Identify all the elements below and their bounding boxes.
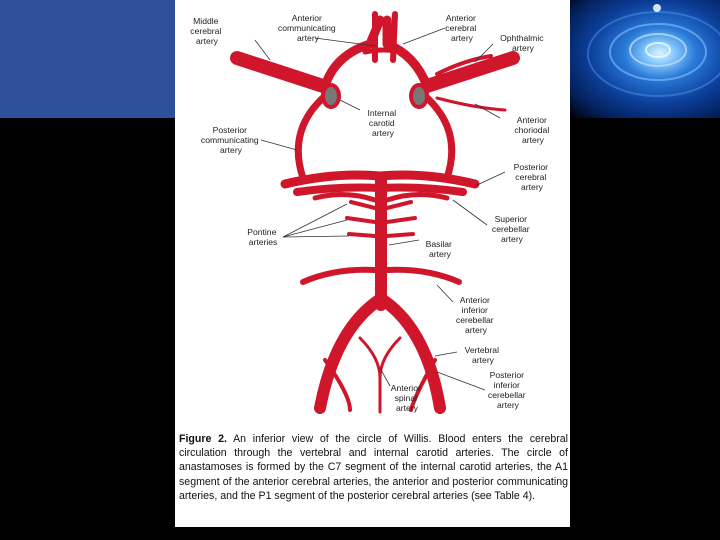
figure-caption: Figure 2. An inferior view of the circle…	[179, 432, 568, 503]
label-pontine: Pontine arteries	[247, 227, 279, 247]
caption-text: An inferior view of the circle of Willis…	[179, 433, 569, 502]
label-vertebral: Vertebral artery	[465, 345, 502, 365]
label-anterior-cerebral: Anterior cerebral artery	[445, 13, 478, 43]
internal-carotid-ends	[321, 83, 429, 109]
label-posterior-inferior-cerebellar: Posterior inferior cerebellar artery	[488, 370, 528, 410]
label-middle-cerebral: Middle cerebral artery	[190, 16, 223, 46]
label-anterior-communicating: Anterior communicating artery	[278, 13, 338, 43]
leader-lines	[254, 27, 506, 391]
blue-corner-block	[0, 0, 175, 118]
label-anterior-choroidal: Anterior choriodal artery	[514, 115, 551, 145]
label-superior-cerebellar: Superior cerebellar artery	[492, 214, 532, 244]
water-drop-image	[570, 0, 720, 118]
diagram-labels: Middle cerebral artery Anterior communic…	[190, 13, 551, 413]
artery-tree	[230, 11, 520, 414]
figure-panel: Middle cerebral artery Anterior communic…	[175, 0, 570, 527]
label-ophthalmic: Ophthalmic artery	[500, 33, 546, 53]
label-posterior-communicating: Posterior communicating artery	[201, 125, 261, 155]
circle-of-willis-diagram: Middle cerebral artery Anterior communic…	[190, 11, 551, 414]
label-anterior-spinal: Anterior spinal artery	[391, 383, 423, 413]
label-internal-carotid: Internal carotid artery	[367, 108, 398, 138]
label-posterior-cerebral: Posterior cerebral artery	[514, 162, 551, 192]
label-basilar: Basilar artery	[426, 239, 455, 259]
label-anterior-inferior-cerebellar: Anterior inferior cerebellar artery	[456, 295, 496, 335]
caption-label: Figure 2.	[179, 433, 227, 445]
